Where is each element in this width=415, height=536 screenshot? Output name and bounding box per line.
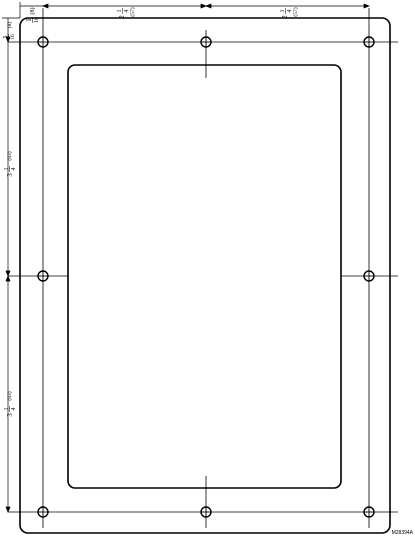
centerlines bbox=[8, 8, 398, 528]
svg-text:(83): (83) bbox=[6, 391, 13, 400]
svg-text:4: 4 bbox=[287, 10, 293, 13]
svg-text:(8): (8) bbox=[29, 8, 36, 15]
dim-left-upper-span: 3 1 4 (83) bbox=[4, 151, 17, 176]
svg-text:2: 2 bbox=[118, 15, 126, 19]
svg-text:16: 16 bbox=[34, 17, 40, 23]
svg-text:4: 4 bbox=[11, 168, 17, 171]
part-number: M28394A bbox=[392, 530, 414, 536]
svg-text:5: 5 bbox=[3, 36, 9, 39]
cutout-outline bbox=[67, 64, 342, 489]
plate-outline bbox=[19, 17, 391, 534]
svg-text:(83): (83) bbox=[6, 151, 13, 160]
mounting-hole bbox=[37, 506, 49, 518]
mounting-hole bbox=[363, 36, 375, 48]
svg-text:(8): (8) bbox=[6, 22, 13, 29]
mounting-hole bbox=[363, 270, 375, 282]
dim-top-left-span: 2 1 4 (57) bbox=[117, 7, 136, 18]
svg-text:1: 1 bbox=[280, 10, 286, 13]
mounting-hole bbox=[363, 506, 375, 518]
mounting-hole bbox=[37, 270, 49, 282]
svg-text:3: 3 bbox=[6, 173, 14, 177]
top-dimension-line bbox=[19, 2, 370, 18]
mounting-holes bbox=[37, 36, 375, 518]
svg-text:1: 1 bbox=[25, 18, 33, 22]
mounting-hole bbox=[200, 506, 212, 518]
svg-text:2: 2 bbox=[281, 15, 289, 19]
svg-text:4: 4 bbox=[11, 408, 17, 411]
dim-top-right-span: 2 1 4 (57) bbox=[280, 7, 299, 18]
dim-top-offset: 1 16 (8) bbox=[25, 8, 40, 23]
svg-text:3: 3 bbox=[6, 413, 14, 417]
dim-left-offset: 5 16 (8) bbox=[3, 22, 16, 40]
svg-text:16: 16 bbox=[10, 34, 16, 40]
svg-text:1: 1 bbox=[4, 408, 10, 411]
svg-text:(57): (57) bbox=[292, 7, 299, 16]
svg-text:1: 1 bbox=[117, 10, 123, 13]
mounting-hole bbox=[37, 36, 49, 48]
left-dimension-line bbox=[2, 17, 20, 513]
mounting-hole bbox=[200, 36, 212, 48]
svg-text:(57): (57) bbox=[129, 7, 136, 16]
svg-text:4: 4 bbox=[124, 10, 130, 13]
dim-left-lower-span: 3 1 4 (83) bbox=[4, 391, 17, 416]
svg-text:1: 1 bbox=[4, 168, 10, 171]
